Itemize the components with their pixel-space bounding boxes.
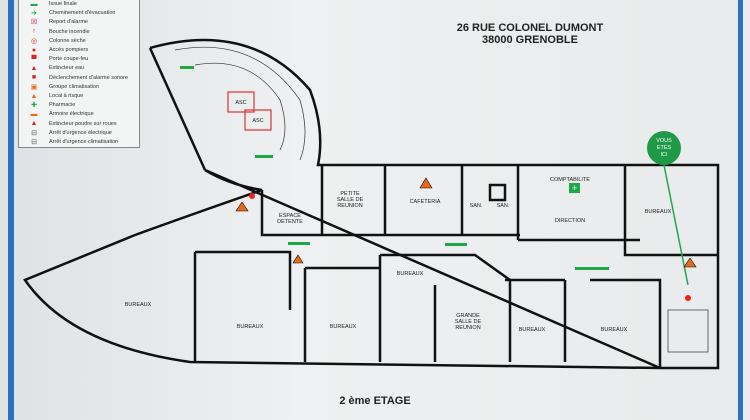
legend-label: Extincteur poudre sur roues: [49, 120, 117, 127]
room-bureaux: BUREAUX: [645, 209, 672, 215]
fire-hydrant-icon: ↑: [32, 28, 36, 36]
room-bureaux: BUREAUX: [125, 302, 152, 308]
legend-label: Déclenchement d'alarme sonore: [49, 74, 129, 81]
legend-item: ◎ Colonne sèche: [19, 36, 86, 46]
alarm-report-icon: ☒: [30, 19, 38, 27]
room-bureaux: BUREAUX: [601, 327, 628, 333]
staircase: [174, 46, 709, 353]
legend: ▬ Issue finale ➜ Cheminement d'évacuation ☒ R…: [18, 0, 140, 148]
electric-emergency-stop-icon: ⊟: [31, 129, 37, 137]
ac-emergency-stop-icon: ⊟: [31, 139, 37, 146]
fire-door-icon: ▀: [31, 55, 37, 63]
legend-label: Pharmacie: [49, 102, 76, 109]
risk-area-icon: ▲: [30, 92, 38, 100]
legend-label: Arrêt d'urgence électrique: [49, 129, 112, 136]
pharmacy-icon: +: [569, 183, 580, 193]
legend-label: Local à risque: [49, 93, 84, 99]
address-street: 26 RUE COLONEL DUMONT: [456, 22, 604, 34]
blue-frame-right: [738, 0, 743, 420]
legend-label: Groupe climatisation: [49, 83, 100, 90]
room-sanitary-2: SAN.: [497, 203, 510, 209]
evacuation-arrow-icon: ➜: [31, 10, 37, 18]
legend-item: ☒ Report d'alarme: [19, 17, 88, 27]
you-are-here-marker: VOUS ETES ICI: [647, 131, 681, 165]
legend-item: ■ Déclenchement d'alarme sonore: [19, 73, 128, 83]
legend-label: Colonne sèche: [49, 37, 86, 44]
blue-frame-left: [8, 0, 14, 420]
elevator-asc-1: ASC: [227, 91, 255, 113]
legend-item: ▲ Extincteur poudre sur roues: [19, 119, 117, 129]
room-direction: DIRECTION: [555, 218, 585, 224]
address: 26 RUE COLONEL DUMONT 38000 GRENOBLE: [420, 22, 640, 46]
legend-item: ⊟ Arrêt d'urgence climatisation: [19, 137, 118, 147]
room-cafeteria: CAFETERIA: [410, 199, 441, 205]
legend-label: Arrêt d'urgence climatisation: [49, 139, 119, 145]
firefighter-access-icon: [685, 295, 691, 301]
legend-label: Armoire électrique: [49, 111, 94, 118]
legend-item: ▲ Extincteur eau: [19, 63, 85, 73]
address-city: 38000 GRENOBLE: [482, 34, 578, 46]
exit-green-icon: ▬: [30, 0, 38, 8]
floor-label: 2 ème ETAGE: [339, 395, 411, 407]
legend-label: Porte coupe-feu: [49, 56, 89, 63]
water-extinguisher-icon: ▲: [30, 64, 38, 72]
legend-item: ↑ Bouche incendie: [19, 27, 90, 37]
alarm-trigger-icon: ■: [31, 74, 37, 82]
legend-item: ▲ Local à risque: [19, 91, 84, 101]
legend-label: Cheminement d'évacuation: [49, 10, 116, 17]
legend-label: Report d'alarme: [49, 19, 88, 26]
svg-text:ASC: ASC: [235, 100, 246, 106]
legend-label: Accès pompiers: [49, 47, 89, 53]
room-sanitary-1: SAN.: [470, 203, 483, 209]
room-bureaux: BUREAUX: [237, 324, 264, 330]
pharmacy-icon: ✚: [31, 102, 37, 110]
legend-label: Bouche incendie: [49, 28, 90, 35]
elevator-asc-2: ASC: [244, 109, 272, 131]
legend-item: ▬ Armoire électrique: [19, 109, 94, 119]
svg-text:+: +: [572, 183, 577, 193]
svg-text:ASC: ASC: [252, 118, 263, 124]
svg-text:ETES: ETES: [657, 145, 672, 151]
svg-text:VOUS: VOUS: [656, 138, 672, 144]
legend-item: ✚ Pharmacie: [19, 100, 75, 110]
walls: [23, 38, 720, 370]
legend-label: Issue finale: [49, 1, 77, 7]
room-bureaux: BUREAUX: [397, 271, 424, 277]
firefighter-access-icon: [249, 193, 255, 199]
legend-item: ● Accès pompiers: [19, 45, 88, 55]
legend-item: ➜ Cheminement d'évacuation: [19, 8, 115, 18]
room-comptabilite: COMPTABILITE: [550, 177, 590, 183]
legend-label: Extincteur eau: [49, 65, 85, 72]
electrical-cabinet-icon: ▬: [30, 110, 38, 118]
dry-riser-icon: ◎: [30, 37, 38, 45]
legend-item: ▣ Groupe climatisation: [19, 82, 99, 92]
legend-item: ⊟ Arrêt d'urgence électrique: [19, 128, 112, 138]
room-bureaux: BUREAUX: [519, 327, 546, 333]
room-bureaux: BUREAUX: [330, 324, 357, 330]
legend-item: ▬ Issue finale: [19, 0, 77, 9]
risk-area-icons: [235, 177, 697, 268]
evacuation-arrows: [180, 66, 609, 270]
air-conditioning-icon: ▣: [30, 83, 38, 91]
legend-item: ▀ Porte coupe-feu: [19, 54, 89, 64]
evacuation-path: [663, 164, 689, 286]
firefighter-access-icon: ●: [31, 46, 37, 54]
svg-text:ICI: ICI: [660, 152, 668, 158]
wheeled-extinguisher-icon: ▲: [30, 120, 38, 128]
